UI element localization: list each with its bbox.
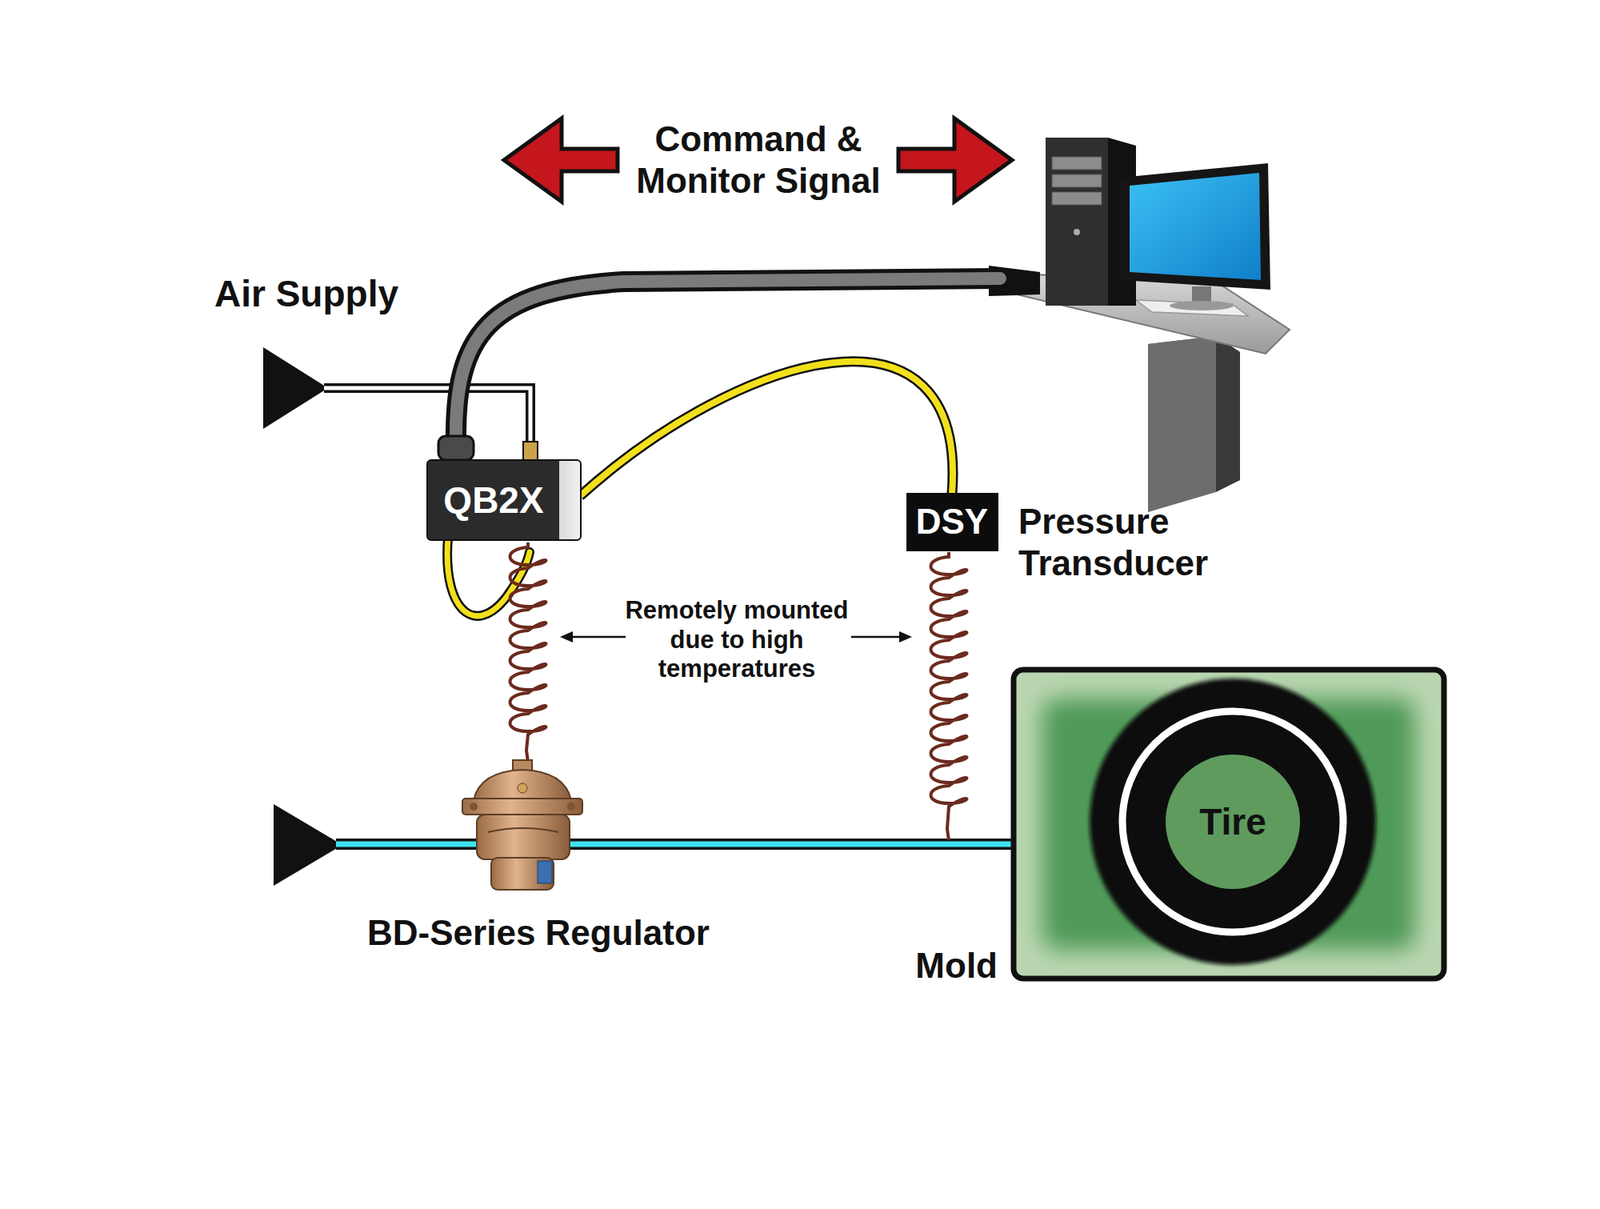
computer [1192,286,1212,303]
transducer-box: DSY [906,492,999,552]
air-supply-line [324,388,531,445]
regulator-valve [469,802,478,811]
computer [1148,336,1216,512]
computer [1216,336,1240,492]
signal-arrow-left [504,118,618,202]
capillary-coil [510,542,547,762]
tire-outline [1122,711,1344,932]
mold-outline [1013,669,1444,979]
computer [1073,228,1080,236]
computer [1052,192,1102,205]
controller-box: QB2X [426,459,582,541]
tire-outline [1089,678,1376,965]
air-supply-line [523,441,538,461]
leader-arrow [851,636,903,639]
computer [1052,156,1102,170]
process-pipe [273,804,343,886]
process-pipe [336,841,1012,848]
signal-cable [580,361,953,496]
leader-arrow [560,631,573,643]
signal-arrow-right [898,118,1012,202]
leader-arrow [899,631,912,643]
tire-circle: Tire [1165,754,1300,889]
computer [1129,172,1261,280]
signal-cable [456,278,1000,442]
regulator-valve [476,814,570,860]
note-label: Remotely mounted due to high temperature… [608,596,865,684]
signal-cable [580,361,953,496]
capillary-coil [931,552,968,840]
signal-cable [438,436,474,460]
regulator-valve [462,760,583,890]
leader-arrow [569,636,626,639]
signal-arrow-left [504,118,618,202]
regulator-valve [517,783,528,793]
capillary-coil [510,542,968,840]
computer [1169,300,1234,311]
regulator-valve [462,798,583,815]
signal-cable [456,278,1000,442]
signal-label: Command & Monitor Signal [622,118,895,202]
regulator-valve [473,769,572,800]
node-heading: Mold [915,945,998,987]
part-label: Pressure Transducer [1018,500,1219,584]
node-label: QB2X [443,479,544,522]
part-label: BD-Series Regulator [367,912,710,954]
signal-arrow-right [898,118,1012,202]
air-supply-line [263,347,328,429]
process-pipe [273,804,1012,886]
node-label: DSY [916,501,988,543]
computer [1045,137,1108,306]
mold-outline [1013,669,1444,979]
regulator-valve [491,857,554,890]
signal-cable [438,278,1000,460]
process-pipe [336,838,1012,850]
computer [1136,300,1248,316]
node-label: Tire [1199,800,1267,844]
regulator-valve [488,828,559,832]
supply-label: Air Supply [214,272,399,316]
signal-cable [580,361,953,496]
computer [1148,336,1240,512]
computer [988,137,1290,512]
air-supply-line [263,347,538,461]
mold-box: MoldTire [1010,666,1448,982]
regulator-valve [567,802,576,811]
air-supply-line [324,388,531,445]
regulator-valve [537,860,552,884]
computer [1052,174,1102,188]
computer [1120,163,1271,290]
